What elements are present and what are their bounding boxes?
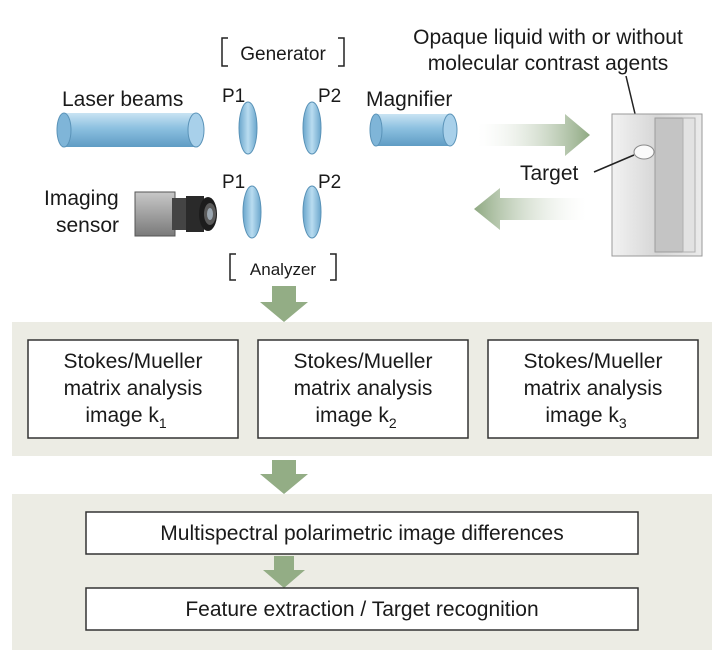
arrow-from-target bbox=[474, 188, 586, 230]
target-label: Target bbox=[520, 162, 579, 185]
recognition-box: Feature extraction / Target recognition bbox=[85, 587, 639, 631]
recognition-text: Feature extraction / Target recognition bbox=[185, 598, 538, 621]
p2-bottom-lens bbox=[302, 185, 322, 239]
p1-bottom-lens bbox=[242, 185, 262, 239]
analysis-box-3-line2: matrix analysis bbox=[524, 377, 663, 400]
laser-beam-cylinder bbox=[56, 112, 205, 148]
down-arrow-3 bbox=[263, 556, 305, 588]
opaque-leader-line bbox=[625, 75, 637, 119]
analysis-box-2-line1: Stokes/Mueller bbox=[294, 350, 433, 373]
analysis-box-3-line3: image k3 bbox=[545, 404, 627, 431]
magnifier-label: Magnifier bbox=[366, 88, 452, 111]
generator-label: Generator bbox=[240, 44, 326, 65]
down-arrow-1 bbox=[260, 286, 308, 322]
imaging-sensor-label-line1: Imaging bbox=[44, 187, 119, 210]
p2-top-label: P2 bbox=[318, 86, 341, 107]
p1-bottom-label: P1 bbox=[222, 172, 245, 193]
target-leader-line bbox=[593, 154, 635, 173]
magnifier-cylinder bbox=[369, 113, 458, 147]
analysis-box-1-line3: image k1 bbox=[85, 404, 167, 431]
imaging-sensor-label-line2: sensor bbox=[56, 214, 119, 237]
analysis-box-2-line3: image k2 bbox=[315, 404, 397, 431]
generator-label-group: Generator bbox=[221, 37, 345, 67]
opaque-liquid-label-line2: molecular contrast agents bbox=[428, 52, 668, 75]
p1-top-label: P1 bbox=[222, 86, 245, 107]
p2-bottom-label: P2 bbox=[318, 172, 341, 193]
laser-beams-label: Laser beams bbox=[62, 88, 183, 111]
differences-box: Multispectral polarimetric image differe… bbox=[85, 511, 639, 555]
arrow-to-target bbox=[478, 114, 590, 156]
analysis-box-3: Stokes/Mueller matrix analysis image k3 bbox=[487, 339, 699, 439]
p1-top-lens bbox=[238, 101, 258, 155]
analyzer-label-group: Analyzer bbox=[229, 253, 337, 281]
analyzer-label: Analyzer bbox=[250, 260, 316, 279]
liquid-tank bbox=[611, 113, 703, 257]
opaque-liquid-label-line1: Opaque liquid with or without bbox=[413, 26, 683, 49]
analysis-box-3-line1: Stokes/Mueller bbox=[524, 350, 663, 373]
down-arrow-2 bbox=[260, 460, 308, 494]
analysis-box-2: Stokes/Mueller matrix analysis image k2 bbox=[257, 339, 469, 439]
camera-icon bbox=[134, 191, 217, 237]
analysis-box-1-line1: Stokes/Mueller bbox=[64, 350, 203, 373]
differences-text: Multispectral polarimetric image differe… bbox=[160, 522, 563, 545]
p2-top-lens bbox=[302, 101, 322, 155]
target-object bbox=[633, 144, 655, 160]
analysis-box-1: Stokes/Mueller matrix analysis image k1 bbox=[27, 339, 239, 439]
analysis-box-2-line2: matrix analysis bbox=[294, 377, 433, 400]
analysis-box-1-line2: matrix analysis bbox=[64, 377, 203, 400]
